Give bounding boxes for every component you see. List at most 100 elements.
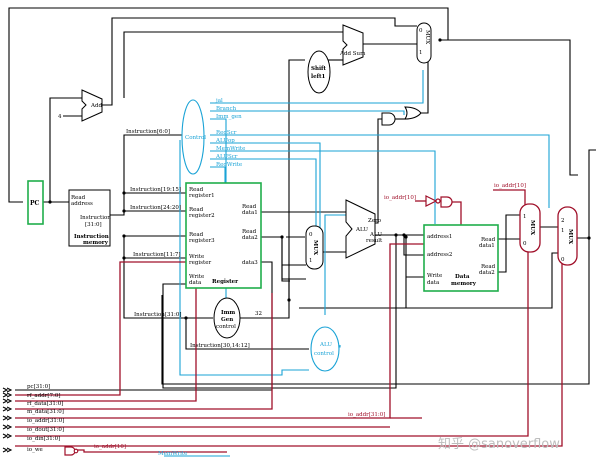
reg-read-reg1-a: Read: [189, 187, 204, 193]
dm-read-data1-b: data1: [479, 243, 495, 249]
alu-control-line2: control: [314, 351, 334, 357]
port-io-din: io_din[31:0]: [27, 436, 60, 442]
write-back-mux: 2 1 MUX 0: [557, 206, 578, 266]
label-instr-19-15: Instruction[19:15]: [130, 187, 181, 193]
label-instr-31-0: Instruction[31:0]: [134, 312, 181, 318]
pc-label: PC: [30, 200, 40, 207]
pc-mux-0: 0: [419, 28, 423, 34]
imm-gen-unit: Imm Gen control: [213, 297, 241, 339]
dm-read-data2-b: data2: [479, 270, 495, 276]
signal-regwrite: RegWrite: [216, 162, 242, 168]
io-mux-letters: MUX: [529, 220, 535, 236]
im-instruction-2: [31:0]: [85, 222, 102, 228]
io-mux-1: 1: [523, 214, 527, 220]
alu-mux-letters: MUX: [312, 240, 318, 256]
port-io-we: io_we: [27, 447, 43, 453]
reg-write-reg-a: Write: [189, 254, 204, 260]
pc-adder-label: Add: [90, 103, 102, 109]
wb-mux-0: 0: [561, 257, 565, 263]
port-io-addr: io_addr[31:0]: [27, 418, 64, 424]
branch-and-gate: [381, 112, 396, 126]
pc-mux-letters: MUX: [424, 30, 430, 44]
label-instr-6-0: Instruction[6:0]: [126, 129, 170, 135]
junction-dots: [48, 38, 591, 320]
alu-zero: Zero: [368, 218, 382, 224]
pc-adder: Add 4: [58, 89, 103, 122]
signal-jal: jal: [215, 98, 223, 104]
port-m-data: m_data[31:0]: [27, 409, 64, 415]
reg-read-data3: data3: [242, 260, 258, 266]
instruction-memory: Read address Instruction [31:0] Instruct…: [68, 189, 111, 247]
port-io-dout: io_dout[31:0]: [27, 427, 64, 433]
reg-read-reg2-b: register2: [189, 213, 215, 219]
shift-left-line1: Shift: [311, 66, 326, 72]
reg-read-data2-b: data2: [242, 235, 258, 241]
signal-aluop: ALUop: [215, 138, 235, 144]
signal-imm-gen: Imm_gen: [216, 114, 242, 120]
dm-write-data-b: data: [427, 280, 440, 286]
control-signal-labels: jal Branch Imm_gen RegScr ALUop MemWrite…: [215, 98, 245, 168]
reg-read-data1-b: data1: [242, 210, 258, 216]
reg-title: Register: [212, 279, 238, 285]
data-memory: address1 address2 Write data Read data1 …: [423, 224, 499, 292]
reg-read-reg3-a: Read: [189, 232, 204, 238]
wire-labels: Instruction[6:0] Instruction[19:15] Inst…: [94, 129, 526, 457]
alu-control-unit: ALU control: [310, 326, 340, 372]
im-title-1: Instruction: [74, 234, 109, 240]
reg-read-data1-a: Read: [242, 204, 257, 210]
const-four: 4: [58, 114, 62, 120]
label-instr-24-20: Instruction[24:20]: [130, 205, 181, 211]
alu-source-mux: 0 MUX 1: [305, 225, 324, 270]
pc-mux-1: 1: [419, 50, 423, 56]
reg-write-data-b: data: [189, 280, 202, 286]
signal-regscr: RegScr: [216, 130, 237, 136]
label-instr-30-14-12: Instruction[30,14:12]: [190, 343, 250, 349]
alu-label: ALU: [355, 227, 368, 233]
watermark: 知乎 @sanoverflow: [438, 436, 560, 452]
imm-gen-line2: Gen: [221, 317, 233, 323]
label-io-addr-10-c: io_addr[10]: [94, 444, 126, 450]
alu-result-1: ALU: [369, 232, 382, 238]
dm-address2: address2: [427, 252, 452, 258]
shift-left-line2: left1: [311, 74, 325, 80]
alu-mux-0: 0: [309, 232, 313, 238]
signal-aluscr: ALUScr: [215, 154, 238, 160]
control-label: Control: [185, 135, 206, 141]
io-mux-0: 0: [523, 241, 527, 247]
wb-mux-2: 2: [561, 218, 565, 224]
alu-control-line1: ALU: [319, 342, 332, 348]
branch-adder-label: Add Sum: [339, 51, 366, 57]
port-pc: pc[31:0]: [27, 384, 50, 390]
im-read-1: Read: [71, 195, 86, 201]
imm-gen-line1: Imm: [221, 310, 235, 316]
reg-read-reg3-b: register3: [189, 238, 215, 244]
branch-adder: Add Sum: [339, 24, 366, 66]
signal-branch: Branch: [216, 106, 237, 112]
im-title-2: memory: [83, 240, 109, 246]
label-io-addr-10-b: io_addr[10]: [494, 183, 526, 189]
dm-read-data1-a: Read: [481, 237, 496, 243]
reg-write-reg-b: register: [189, 260, 211, 266]
alu-result-2: result: [366, 238, 383, 244]
im-read-2: address: [71, 201, 93, 207]
dm-write-data-a: Write: [427, 273, 442, 279]
wb-mux-1: 1: [561, 228, 565, 234]
io-ports: pc[31:0] rf_addr[7:0] rf_data[31:0] m_da…: [2, 384, 64, 453]
reg-write-data-a: Write: [189, 274, 204, 280]
register-file: Read register1 Read register2 Read regis…: [185, 182, 262, 289]
reg-read-data2-a: Read: [242, 229, 257, 235]
label-width-32: 32: [255, 311, 262, 317]
label-io-addr-10-a: io_addr[10]: [384, 195, 416, 201]
dm-read-data2-a: Read: [481, 264, 496, 270]
dm-address1: address1: [427, 234, 452, 240]
label-instr-11-7: Instruction[11:7]: [133, 252, 180, 258]
io-wires: [15, 189, 563, 453]
wb-mux-letters: MUX: [567, 229, 573, 245]
alu: ALU Zero ALU result: [345, 199, 383, 259]
alu-mux-1: 1: [309, 258, 313, 264]
im-instruction-1: Instruction: [80, 215, 111, 221]
jump-or-gate: [404, 106, 422, 120]
reg-read-reg2-a: Read: [189, 207, 204, 213]
label-memwrite-bottom: MemWrite: [158, 451, 187, 457]
